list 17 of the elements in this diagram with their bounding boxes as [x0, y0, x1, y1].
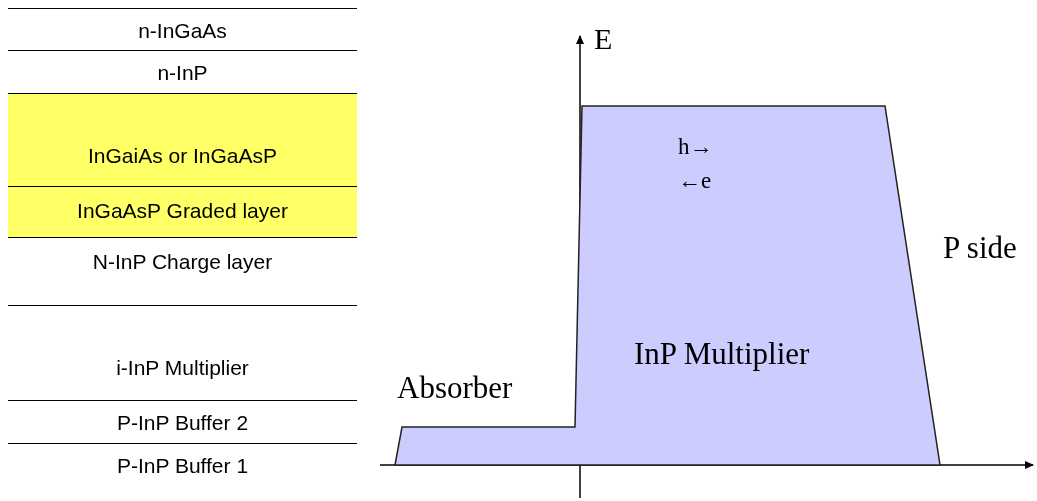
region-label: Absorber	[397, 370, 513, 406]
layer-label: i-InP Multiplier	[115, 356, 250, 380]
carrier-direction-label: ←e	[678, 168, 712, 194]
highlighted-layer-band	[8, 93, 357, 186]
layer-label: N-InP Charge layer	[91, 250, 274, 274]
layer-label: n-InP	[156, 61, 209, 85]
region-label: InP Multiplier	[634, 336, 810, 372]
carrier-direction-label: h→	[678, 134, 713, 160]
layer-label: InGaiAs or InGaAsP	[86, 144, 279, 168]
layer-label: n-InGaAs	[137, 19, 228, 43]
field-profile	[394, 104, 942, 467]
layer-label: P-InP Buffer 1	[115, 454, 250, 478]
layer-label: P-InP Buffer 2	[115, 411, 250, 435]
layer-label: InGaAsP Graded layer	[76, 199, 289, 223]
region-label: P side	[943, 230, 1017, 266]
axis-label: E	[594, 22, 613, 56]
highlighted-layer-band	[8, 186, 357, 237]
